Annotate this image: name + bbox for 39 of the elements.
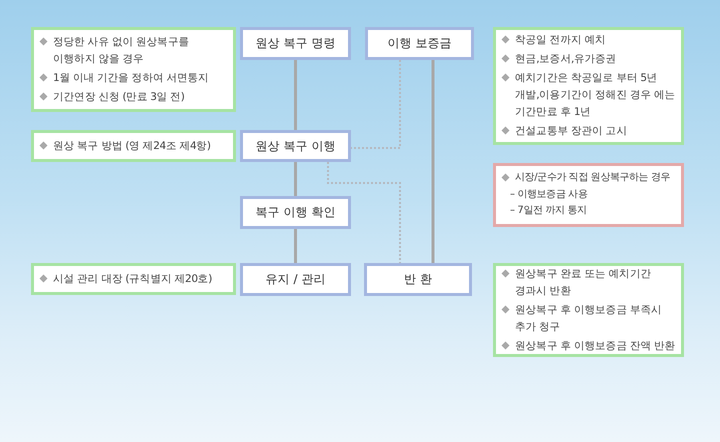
note-text: 원상복구 후 이행보증금 부족시 추가 청구 — [515, 302, 663, 334]
step-label: 반 환 — [404, 271, 432, 288]
connector-line — [294, 60, 297, 130]
note-text: 시설 관리 대장 (규칙별지 제20호) — [53, 272, 212, 286]
note-text: 착공일 전까지 예치 — [515, 33, 606, 48]
connector-line — [294, 162, 297, 196]
note-box — [31, 130, 236, 162]
dotted-connector — [351, 60, 401, 149]
note-text: 원상복구 후 이행보증금 잔액 반환 — [515, 338, 676, 354]
note-text: 1월 이내 기간을 정하여 서면통지 — [53, 70, 209, 86]
process-box — [240, 263, 351, 296]
step-label: 복구 이행 확인 — [256, 204, 336, 221]
warning-box — [493, 163, 684, 227]
step-label: 유지 / 관리 — [266, 271, 326, 288]
note-text: 시장/군수가 직접 원상복구하는 경우 — [515, 171, 670, 185]
note-text: 기간연장 신청 (만료 3일 전) — [53, 90, 184, 104]
note-text: 건설교통부 장관이 고시 — [515, 124, 627, 139]
connector-line — [432, 60, 434, 263]
process-box — [364, 263, 472, 296]
note-text: 현금,보증서,유가증권 — [515, 52, 616, 67]
note-box — [31, 263, 236, 295]
step-label: 원상 복구 이행 — [256, 138, 336, 154]
note-text: 원상복구 완료 또는 예치기간 경과시 반환 — [515, 266, 652, 298]
process-box — [365, 27, 474, 60]
note-text: 정당한 사유 없이 원상복구를 이행하지 않을 경우 — [53, 34, 190, 66]
process-box — [240, 196, 351, 229]
step-label: 이행 보증금 — [388, 35, 452, 52]
connector-line — [294, 229, 297, 263]
note-text: 원상 복구 방법 (영 제24조 제4항) — [53, 138, 211, 154]
step-label: 원상 복구 명령 — [256, 35, 336, 52]
note-box — [31, 27, 236, 112]
note-box — [493, 263, 684, 357]
note-text: 예치기간은 착공일로 부터 5년 개발,이용기간이 정해진 경우 에는 기간만료 후 1년 — [515, 71, 676, 120]
process-box — [240, 27, 351, 60]
dotted-connector — [327, 162, 401, 263]
note-text: – 이행보증금 사용 — [510, 188, 588, 202]
note-box — [493, 27, 684, 145]
note-text: – 7일전 까지 통지 — [510, 204, 588, 218]
process-box — [240, 130, 351, 162]
